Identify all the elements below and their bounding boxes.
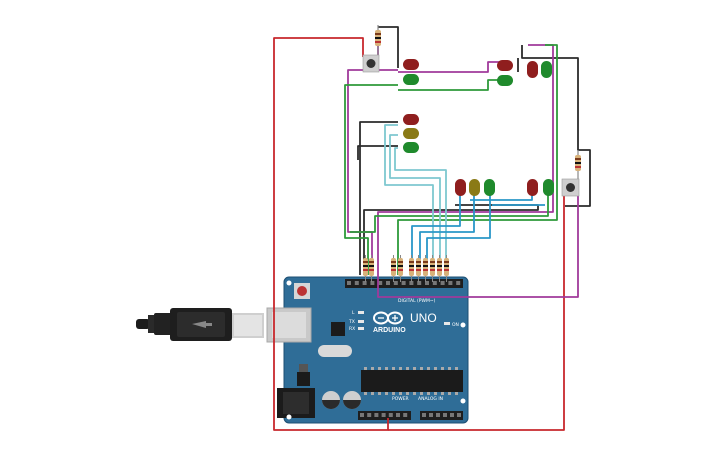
led-green-4[interactable] [541, 61, 552, 78]
usb-cable[interactable] [136, 308, 264, 341]
resistor[interactable] [430, 258, 435, 276]
wire-black-led [357, 145, 398, 160]
header-pin[interactable] [378, 281, 383, 285]
power-pin[interactable] [403, 413, 408, 417]
header-pin[interactable] [354, 281, 359, 285]
wire-red-right [388, 195, 565, 431]
header-pin[interactable] [347, 281, 351, 285]
resistor[interactable] [416, 258, 421, 276]
header-pin[interactable] [370, 281, 375, 285]
resistor[interactable] [369, 258, 374, 276]
led-green-1[interactable] [403, 74, 419, 85]
led-red-2[interactable] [403, 114, 419, 125]
wire-green-3 [397, 44, 558, 275]
led-red-5[interactable] [455, 179, 466, 196]
led-red-6[interactable] [527, 179, 538, 196]
wire-purple-3 [377, 44, 554, 275]
wires [273, 26, 591, 431]
wire-cyan-2 [389, 134, 441, 275]
header-pin[interactable] [432, 281, 437, 285]
resistor[interactable] [391, 258, 396, 276]
analog-header[interactable] [420, 411, 463, 420]
chip-pins [364, 367, 458, 395]
led-yellow-2[interactable] [469, 179, 480, 196]
wire-blue-2 [419, 195, 475, 275]
header-pin[interactable] [393, 281, 398, 285]
wire-cyan-3 [394, 147, 447, 275]
wire-blue-4 [470, 195, 533, 201]
power-pin[interactable] [360, 413, 364, 417]
analog-pin[interactable] [457, 413, 461, 417]
header-pin[interactable] [409, 281, 414, 285]
tx-label: TX [348, 319, 355, 325]
header-pin[interactable] [425, 281, 429, 285]
power-pin[interactable] [396, 413, 400, 417]
resistor[interactable] [409, 258, 414, 276]
wire-blue-1 [411, 195, 461, 275]
analog-pin[interactable] [429, 413, 433, 417]
pushbutton-2[interactable] [561, 178, 580, 197]
header-pin[interactable] [362, 281, 367, 285]
led-yellow-1[interactable] [403, 128, 419, 139]
analog-pin[interactable] [422, 413, 426, 417]
uno-model: UNO [410, 311, 437, 325]
bottom-pins [360, 413, 461, 417]
wire-black-left [359, 121, 398, 275]
resistor[interactable] [398, 258, 403, 276]
atmega-chip [361, 370, 463, 392]
wire-green-1 [344, 84, 398, 275]
wire-green-4 [350, 195, 549, 233]
pushbutton-1[interactable] [362, 54, 380, 73]
analog-pin[interactable] [443, 413, 447, 417]
header-pin[interactable] [448, 281, 453, 285]
led-red-3[interactable] [497, 60, 513, 71]
usb-chip [331, 322, 345, 336]
arduino-uno-board[interactable]: L TX RX ON ARDUINO UNO POWER ANALOG IN D… [266, 276, 469, 424]
power-pin[interactable] [388, 413, 393, 417]
wire-green-2 [398, 79, 505, 91]
resistor[interactable] [437, 258, 442, 276]
l-label: L [352, 310, 355, 316]
wire-purple-2 [398, 61, 500, 73]
digital-pins [347, 281, 461, 285]
header-pin[interactable] [401, 281, 406, 285]
led-green-2[interactable] [403, 142, 419, 153]
power-label: POWER [392, 396, 409, 402]
header-pin[interactable] [440, 281, 445, 285]
crystal-oscillator [318, 345, 352, 357]
resistor[interactable] [363, 258, 368, 276]
header-pin[interactable] [386, 281, 390, 285]
power-pin[interactable] [374, 413, 379, 417]
led-red-1[interactable] [403, 59, 419, 70]
wire-purple-btn [377, 195, 579, 298]
rx-label: RX [349, 326, 355, 332]
analog-pin[interactable] [436, 413, 440, 417]
resistor[interactable] [444, 258, 449, 276]
analog-pin[interactable] [450, 413, 454, 417]
analog-label: ANALOG IN [418, 396, 443, 402]
resistor-top[interactable] [375, 25, 381, 55]
resistor-right[interactable] [575, 150, 581, 180]
led-green-6[interactable] [543, 179, 554, 196]
digital-label: DIGITAL (PWM~) [398, 298, 436, 304]
wire-blue-3 [426, 195, 491, 275]
arduino-infinity-logo-icon [373, 311, 403, 325]
power-pin[interactable] [367, 413, 372, 417]
resistor[interactable] [423, 258, 428, 276]
header-pin[interactable] [456, 281, 461, 285]
on-label: ON [452, 322, 459, 328]
wire-black-top [378, 26, 399, 68]
resistor-row [363, 255, 449, 282]
arduino-brand: ARDUINO [373, 327, 406, 334]
led-red-4[interactable] [527, 61, 538, 78]
led-green-3[interactable] [497, 75, 513, 86]
power-pin[interactable] [381, 413, 386, 417]
header-pin[interactable] [417, 281, 422, 285]
wire-cyan-1 [384, 124, 434, 275]
wire-red-main [273, 37, 389, 431]
led-green-5[interactable] [484, 179, 495, 196]
